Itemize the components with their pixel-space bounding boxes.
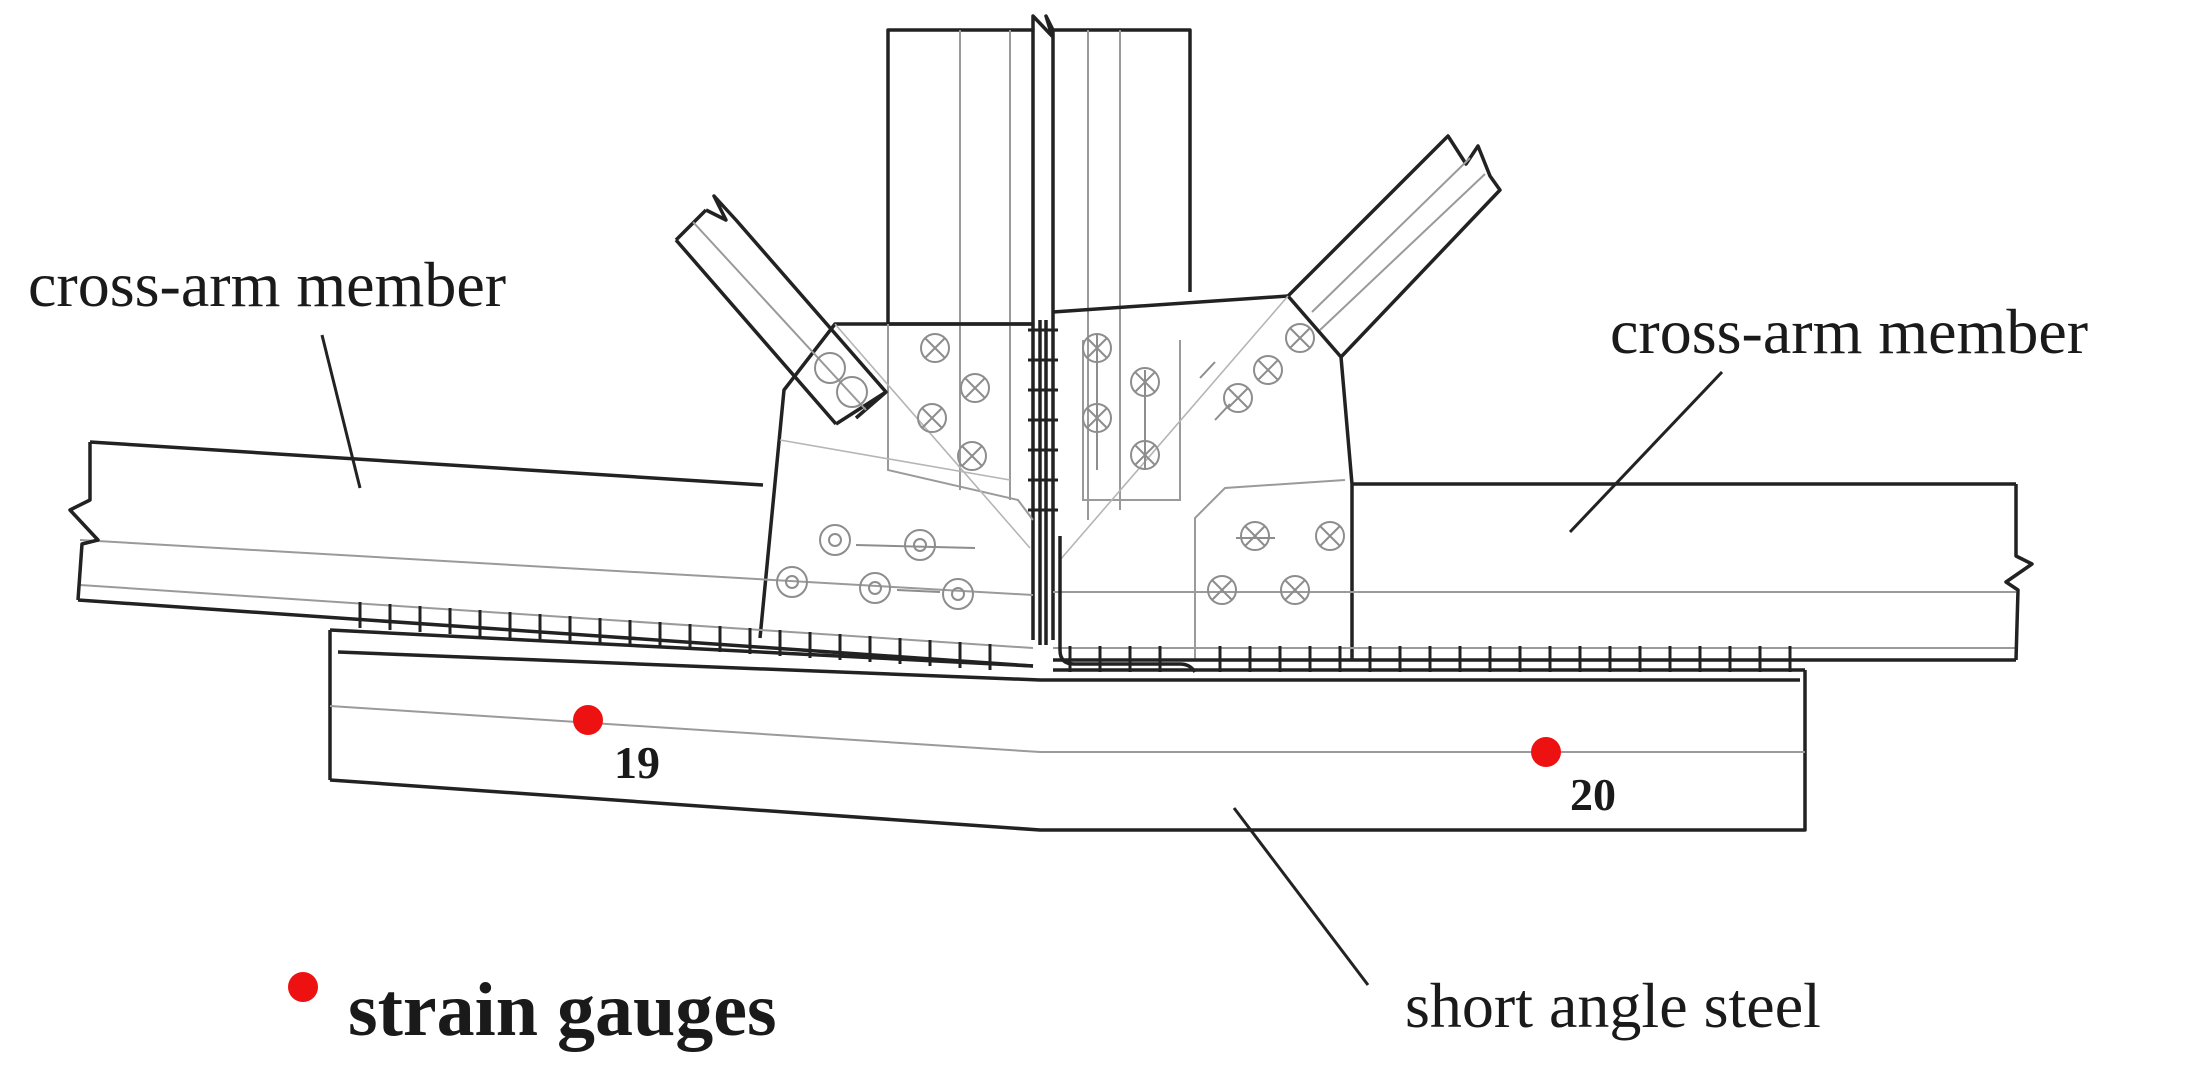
strain-gauge-20-label: 20	[1570, 769, 1616, 820]
leader-cross-arm-left	[320, 334, 362, 489]
left-gusset-plate	[758, 322, 1034, 639]
legend: strain gauges	[288, 968, 777, 1052]
strain-gauge-19	[573, 705, 603, 735]
leader-short-angle-steel	[1232, 807, 1370, 986]
weld-ticks-bottom	[358, 536, 1792, 673]
left-diagonal-brace	[674, 194, 888, 426]
left-cross-arm-member	[68, 440, 1034, 668]
legend-label: strain gauges	[348, 968, 777, 1052]
label-cross-arm-left: cross-arm member	[28, 249, 506, 320]
right-diagonal-brace	[1286, 134, 1502, 359]
label-short-angle-steel: short angle steel	[1405, 970, 1821, 1041]
vertical-main-member	[886, 14, 1192, 645]
strain-gauge-19-label: 19	[614, 737, 660, 788]
leader-cross-arm-right	[1568, 370, 1724, 534]
strain-gauge-20	[1531, 737, 1561, 767]
right-cross-arm-member	[1053, 482, 2034, 662]
legend-gauge-marker	[288, 972, 318, 1002]
bolts-left-gusset	[776, 333, 990, 610]
weld-ticks-vertical	[1028, 328, 1058, 512]
bolts-right-gusset	[1082, 323, 1345, 605]
label-cross-arm-right: cross-arm member	[1610, 296, 2088, 367]
